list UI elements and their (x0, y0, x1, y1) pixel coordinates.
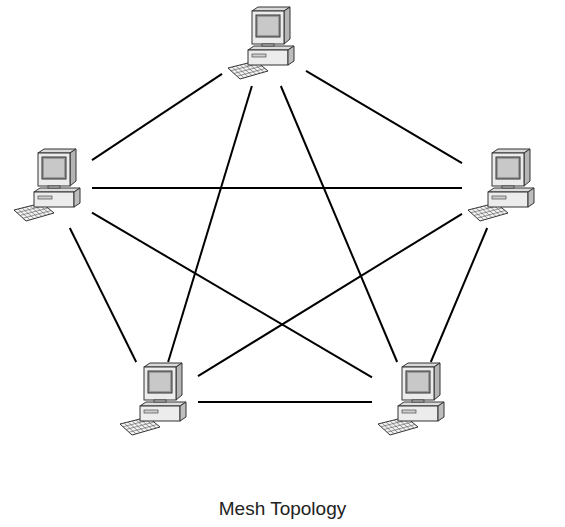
computer-node (372, 362, 456, 442)
network-link (198, 401, 372, 403)
monitor (402, 363, 440, 402)
monitor (144, 363, 182, 402)
network-link (70, 228, 136, 362)
computer-node (114, 362, 198, 442)
computer-node (222, 6, 306, 86)
network-link (92, 187, 462, 189)
network-link (281, 86, 397, 362)
network-link (168, 86, 252, 362)
network-link (92, 74, 222, 160)
computer-case (140, 402, 186, 421)
monitor (38, 149, 76, 188)
computer-case (398, 402, 444, 421)
network-link (198, 214, 462, 376)
computer-case (488, 188, 534, 207)
computer-icon (372, 362, 456, 442)
computer-icon (114, 362, 198, 442)
computer-icon (462, 148, 546, 228)
computer-icon (222, 6, 306, 86)
computer-case (34, 188, 80, 207)
monitor (252, 7, 290, 46)
computer-case (248, 46, 294, 65)
network-link (306, 71, 462, 163)
computer-node (462, 148, 546, 228)
figure-caption: Mesh Topology (0, 498, 565, 520)
computer-node (8, 148, 92, 228)
monitor (492, 149, 530, 188)
computer-icon (8, 148, 92, 228)
network-link (431, 228, 487, 362)
